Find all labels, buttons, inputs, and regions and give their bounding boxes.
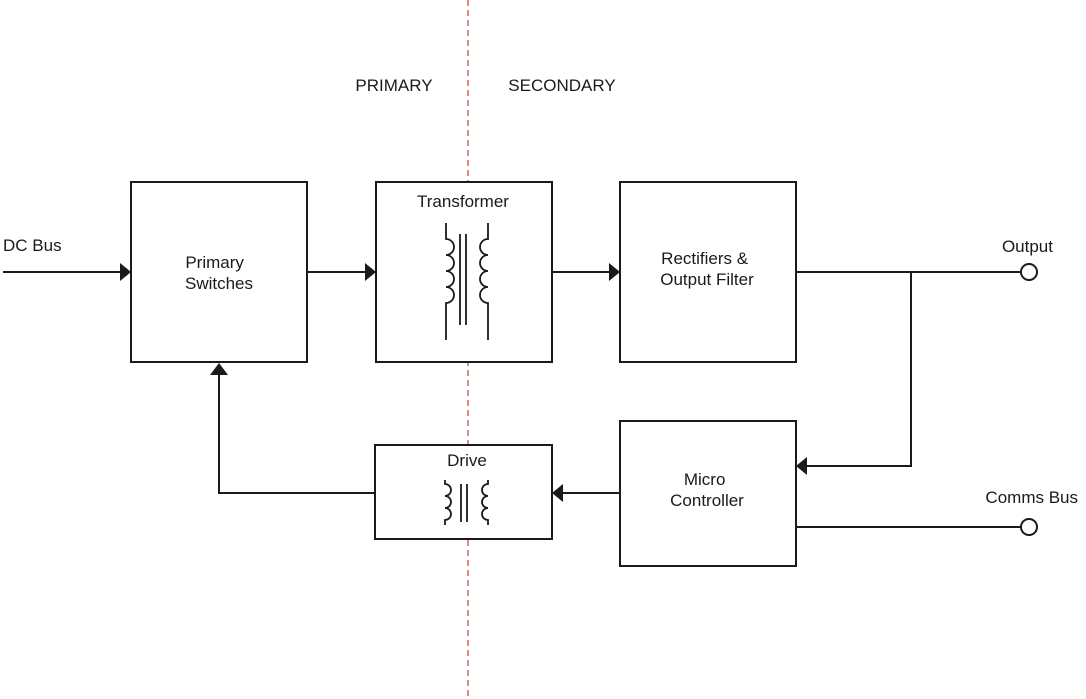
drive-label: Drive	[447, 451, 487, 470]
arrow-into-primary-switches-feedback	[210, 363, 228, 375]
micro-controller-label: Micro Controller	[670, 470, 744, 510]
arrow-into-primary-switches	[120, 263, 131, 281]
rectifiers-output-filter-label: Rectifiers & Output Filter	[660, 249, 754, 289]
arrow-into-rectifiers	[609, 263, 620, 281]
secondary-region-label: SECONDARY	[508, 76, 615, 95]
transformer-label: Transformer	[417, 192, 509, 211]
rectifiers-output-filter-block	[619, 181, 797, 363]
primary-switches-label: Primary Switches	[185, 253, 253, 293]
transformer-symbol-icon	[445, 223, 489, 340]
drive-block	[374, 444, 553, 540]
drive-transformer-symbol-icon	[444, 480, 489, 525]
arrow-into-drive	[552, 484, 563, 502]
feedback-wire	[804, 272, 912, 467]
output-terminal	[1020, 263, 1038, 281]
drive-to-switches-wire	[218, 372, 375, 494]
dc-bus-label: DC Bus	[3, 236, 62, 255]
primary-region-label: PRIMARY	[355, 76, 432, 95]
output-label: Output	[1002, 237, 1053, 256]
arrow-into-transformer	[365, 263, 376, 281]
comms-bus-terminal	[1020, 518, 1038, 536]
transformer-block	[375, 181, 553, 363]
arrow-into-micro-controller	[796, 457, 807, 475]
comms-bus-label: Comms Bus	[985, 488, 1078, 507]
primary-switches-block	[130, 181, 308, 363]
micro-controller-block	[619, 420, 797, 567]
